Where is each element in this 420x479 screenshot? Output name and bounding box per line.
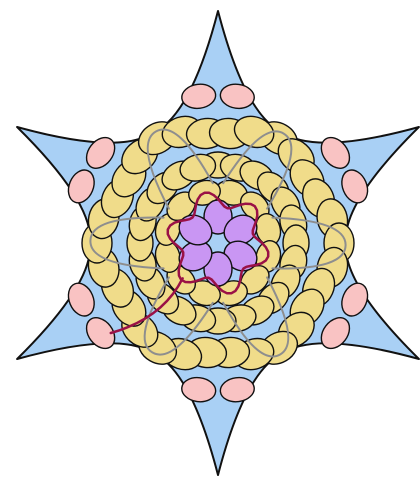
star-shape bbox=[17, 11, 419, 475]
star-background bbox=[17, 11, 419, 475]
